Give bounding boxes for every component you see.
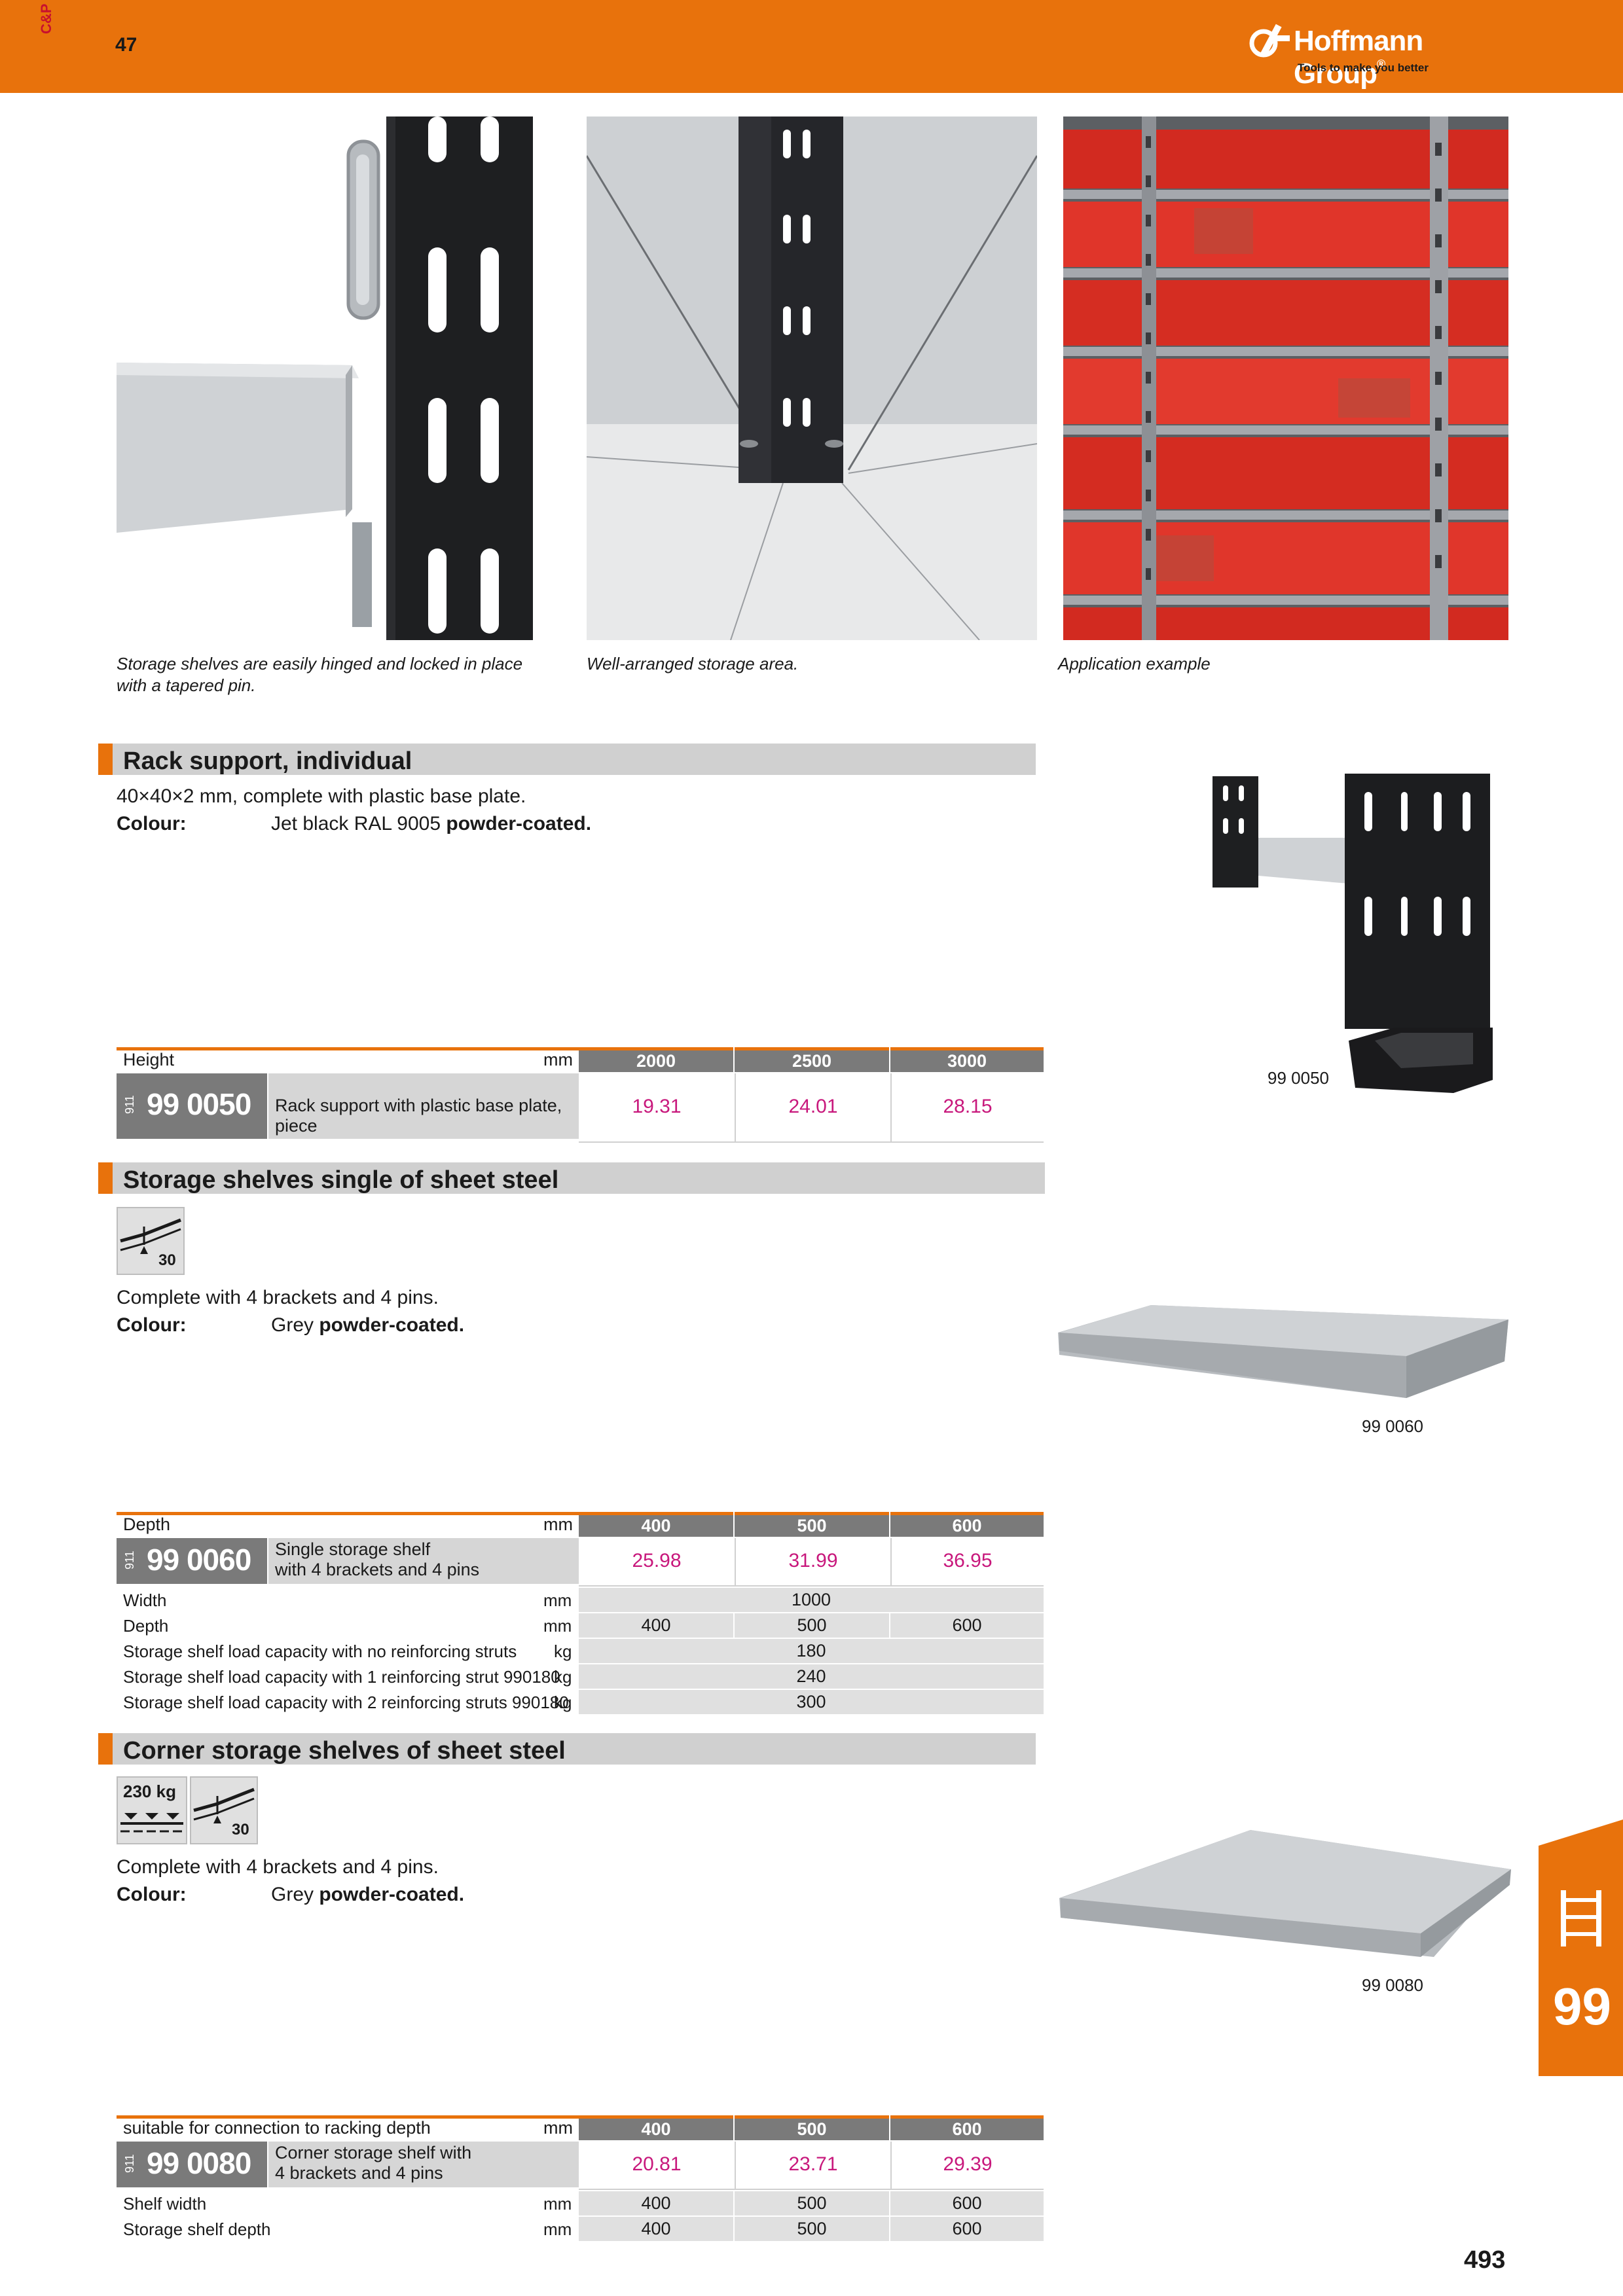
page-header: C&P 47 Hoffmann Group® Tools to make you…	[0, 0, 1623, 93]
photo-shelf-hinge	[117, 117, 533, 640]
col-header: 400	[579, 1512, 733, 1537]
brand-name: Hoffmann Group®	[1294, 25, 1423, 90]
table-row: Storage shelf load capacity with no rein…	[117, 1639, 1044, 1664]
shelf-step-icon: 30	[117, 1207, 185, 1275]
table-header-row: suitable for connection to racking depth…	[123, 2118, 573, 2138]
table-row: 911 99 0050 Rack support with plastic ba…	[117, 1073, 1044, 1143]
hoffmann-logo-icon	[1249, 24, 1290, 58]
col-header: 500	[735, 1512, 889, 1537]
table-row: Storage shelf load capacity with 2 reinf…	[117, 1690, 1044, 1715]
brand-tagline: Tools to make you better	[1298, 62, 1429, 74]
single-shelves-table: Depth mm 400 500 600 911 99 0060 Single …	[117, 1512, 1044, 1715]
rack-support-product-image	[1205, 766, 1493, 1106]
article-number: 911 99 0060	[117, 1538, 267, 1584]
price: 19.31	[579, 1073, 735, 1143]
article-description: Corner storage shelf with 4 brackets and…	[268, 2142, 579, 2187]
section-heading-single-shelves: Storage shelves single of sheet steel	[98, 1162, 1045, 1194]
article-number: 911 99 0050	[117, 1073, 267, 1139]
section-heading-corner-shelves: Corner storage shelves of sheet steel	[98, 1733, 1036, 1765]
shelf-step-value: 30	[158, 1251, 176, 1269]
single-shelves-colour: Colour: Grey powder-coated.	[117, 1314, 706, 1340]
photo-caption-hinge: Storage shelves are easily hinged and lo…	[117, 654, 523, 696]
table-header-row: Depth mm	[123, 1515, 573, 1534]
rack-support-image-label: 99 0050	[1267, 1068, 1329, 1088]
table-row: 911 99 0080 Corner storage shelf with 4 …	[117, 2142, 1044, 2190]
table-header-row: Height mm	[117, 1047, 579, 1072]
article-number: 911 99 0080	[117, 2142, 267, 2187]
table-row: Shelf width mm 400 500 600	[117, 2191, 1044, 2217]
price: 20.81	[579, 2142, 735, 2190]
photo-application-example	[1063, 117, 1508, 640]
colour-label: Colour:	[117, 1884, 187, 1905]
colour-label: Colour:	[117, 1314, 187, 1336]
colour-value: Grey powder-coated.	[271, 1884, 465, 1905]
header-unit: mm	[543, 1050, 573, 1069]
chapter-number: 99	[1553, 1977, 1611, 2036]
shelf-step-icon: 30	[190, 1776, 258, 1844]
section-heading-rack-support: Rack support, individual	[98, 744, 1036, 775]
col-header: 400	[579, 2115, 733, 2140]
catalogue-code: C&P	[38, 3, 54, 34]
table-row: Depth mm 400 500 600	[117, 1613, 1044, 1639]
chapter-tab: 99	[1539, 1820, 1623, 2076]
photo-caption-storage: Well-arranged storage area.	[587, 654, 799, 673]
photo-storage-area	[587, 117, 1037, 640]
article-description: Rack support with plastic base plate, pi…	[268, 1073, 579, 1139]
col-header: 600	[890, 1512, 1044, 1537]
colour-value: Jet black RAL 9005 powder-coated.	[271, 813, 592, 834]
load-capacity-value: 230 kg	[123, 1782, 176, 1801]
article-description: Single storage shelf with 4 brackets and…	[268, 1538, 579, 1584]
price: 24.01	[735, 1073, 890, 1143]
price: 36.95	[890, 1538, 1044, 1587]
price: 29.39	[890, 2142, 1044, 2190]
photo-caption-application: Application example	[1058, 654, 1211, 673]
price: 23.71	[735, 2142, 890, 2190]
table-row: 911 99 0060 Single storage shelf with 4 …	[117, 1538, 1044, 1587]
table-row: Storage shelf depth mm 400 500 600	[117, 2217, 1044, 2242]
price: 31.99	[735, 1538, 890, 1587]
price: 25.98	[579, 1538, 735, 1587]
single-shelf-product-image	[1053, 1296, 1511, 1414]
shelf-step-value: 30	[232, 1821, 249, 1839]
table-row: Storage shelf load capacity with 1 reinf…	[117, 1664, 1044, 1690]
load-capacity-icon: 230 kg	[117, 1776, 187, 1844]
rack-support-description: 40×40×2 mm, complete with plastic base p…	[117, 785, 526, 807]
rack-support-colour: Colour: Jet black RAL 9005 powder-coated…	[117, 813, 706, 839]
col-header: 500	[735, 2115, 889, 2140]
colour-label: Colour:	[117, 813, 187, 834]
col-header: 2000	[579, 1047, 733, 1072]
header-page-number: 47	[115, 34, 137, 56]
shelving-icon	[1561, 1890, 1601, 1946]
header-label: Height	[123, 1050, 175, 1069]
colour-value: Grey powder-coated.	[271, 1314, 465, 1336]
single-shelf-image-label: 99 0060	[1362, 1416, 1423, 1436]
price: 28.15	[890, 1073, 1044, 1143]
corner-shelves-table: suitable for connection to racking depth…	[117, 2115, 1044, 2246]
brand-logo: Hoffmann Group® Tools to make you better	[1244, 14, 1519, 90]
corner-shelves-colour: Colour: Grey powder-coated.	[117, 1884, 706, 1910]
col-header: 600	[890, 2115, 1044, 2140]
rack-support-table: Height mm 2000 2500 3000 911 99 0050 Rac…	[117, 1047, 1044, 1145]
page-number: 493	[1464, 2246, 1506, 2274]
single-shelves-description: Complete with 4 brackets and 4 pins.	[117, 1287, 439, 1308]
corner-shelf-image-label: 99 0080	[1362, 1975, 1423, 1995]
col-header: 2500	[735, 1047, 889, 1072]
table-row: Width mm 1000	[117, 1588, 1044, 1613]
corner-shelf-product-image	[1054, 1826, 1512, 1970]
corner-shelves-description: Complete with 4 brackets and 4 pins.	[117, 1856, 439, 1878]
col-header: 3000	[890, 1047, 1044, 1072]
